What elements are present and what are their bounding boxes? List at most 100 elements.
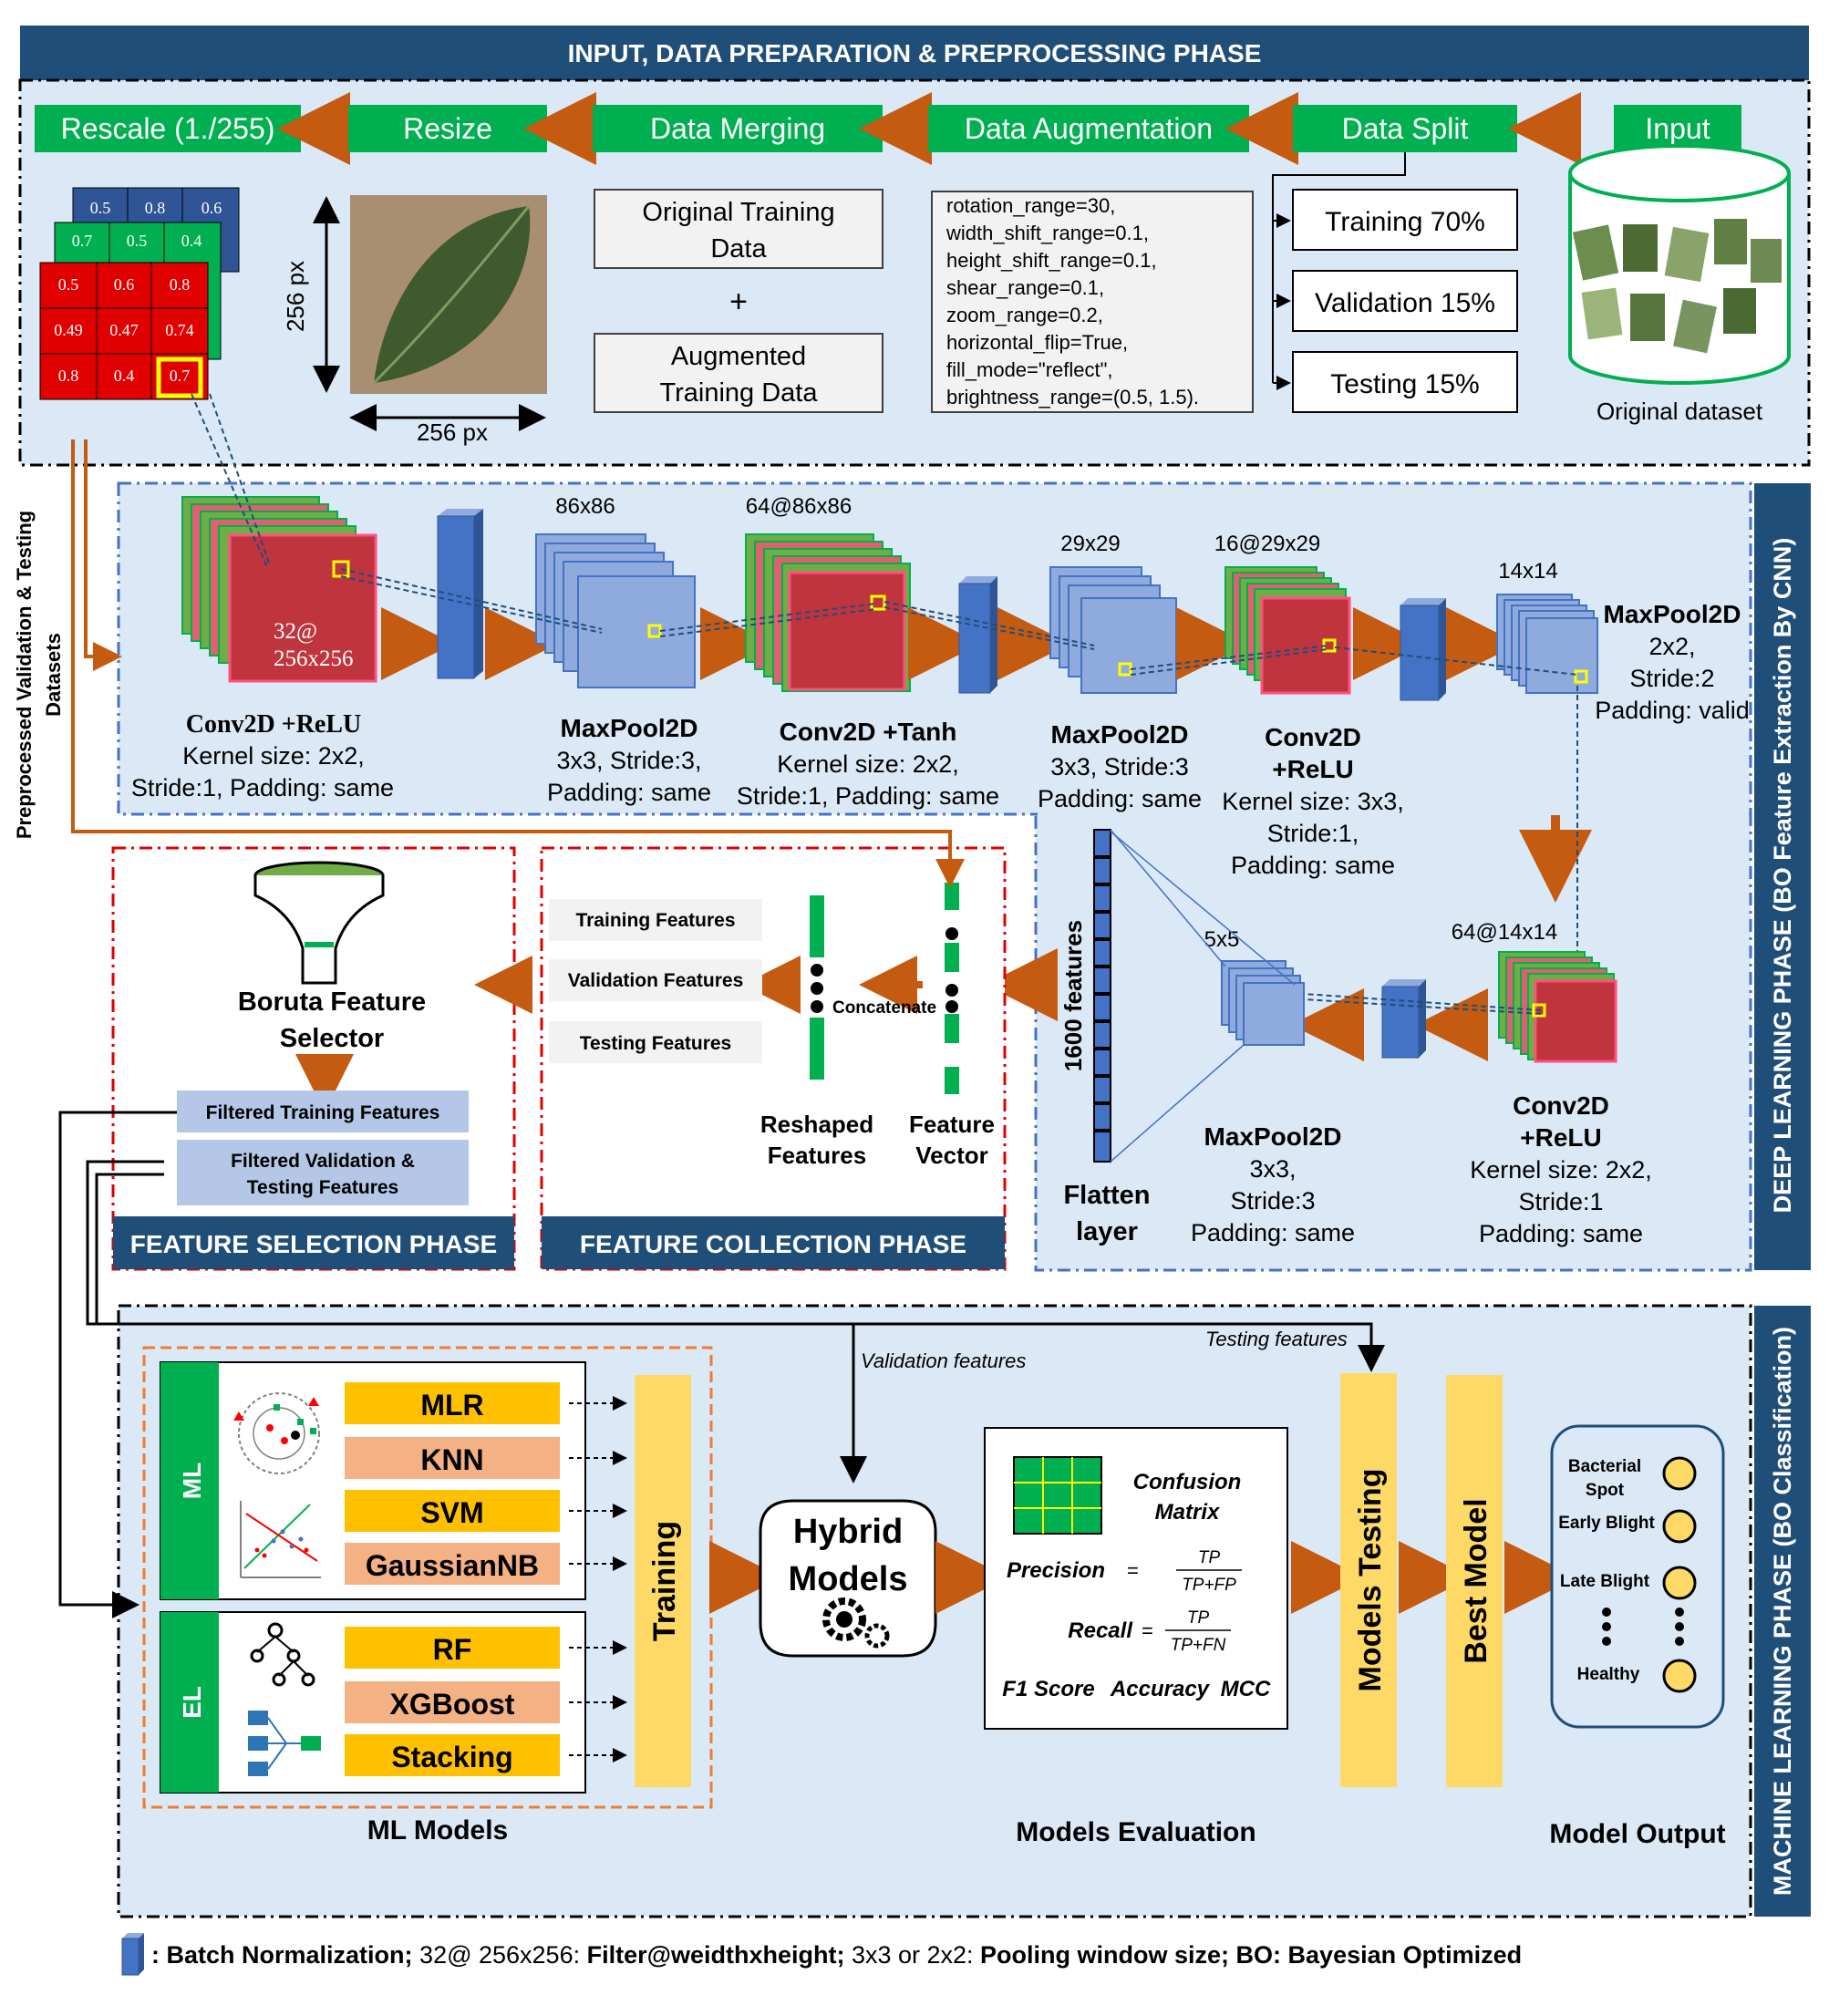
model-output-label: Model Output: [1549, 1819, 1725, 1849]
aug-param-0: rotation_range=30,: [946, 194, 1115, 217]
training-split-box: [1292, 189, 1518, 251]
precision-label: Precision: [1007, 1558, 1105, 1583]
conv4-dim: 64@14x14: [1452, 920, 1557, 945]
reshaped-l2: Features: [768, 1142, 866, 1169]
pipeline-rescale: Rescale (1./255): [35, 105, 301, 152]
stacking-label: Stacking: [391, 1741, 512, 1773]
pool2-dim: 29x29: [1060, 532, 1120, 556]
deep-learning-phase-bar: [1754, 483, 1811, 1270]
precision-den: TP+FP: [1182, 1576, 1236, 1595]
augmentation-params: rotation_range=30, width_shift_range=0.1…: [946, 194, 1199, 408]
gaussiannb-model: GaussianNB: [345, 1543, 560, 1585]
conv1-line2: Stride:1, Padding: same: [131, 774, 394, 801]
gears-icon: [822, 1597, 890, 1649]
tree-icon: [250, 1622, 315, 1687]
feature-collection-bar: [542, 1216, 1005, 1269]
original-data-box: [594, 189, 884, 269]
reshaped-features: [810, 895, 824, 1080]
conv4-name-l2: +ReLU: [1520, 1123, 1601, 1152]
conv3-line3: Padding: same: [1231, 852, 1395, 879]
stacking-model: Stacking: [345, 1734, 560, 1776]
side-label-l1: Preprocessed Validation & Testing: [13, 511, 36, 839]
hybrid-models-box: [759, 1499, 937, 1658]
resize-label: Resize: [403, 112, 492, 145]
clustering-icon: [233, 1392, 320, 1474]
gaussiannb-label: GaussianNB: [366, 1549, 539, 1582]
boruta-l1: Boruta Feature: [238, 987, 426, 1017]
training-split-label: Training 70%: [1325, 207, 1485, 237]
split-connector: [1272, 152, 1406, 383]
confusion-matrix-icon: [1013, 1456, 1102, 1535]
pool4-name: MaxPool2D: [1204, 1122, 1342, 1151]
batchnorm-2: [958, 576, 997, 694]
el-tag: EL: [178, 1686, 206, 1719]
stacking-icon: [248, 1711, 321, 1776]
conv4-line1: Kernel size: 2x2,: [1470, 1156, 1652, 1184]
confusion-l2: Matrix: [1155, 1500, 1221, 1525]
legend-window-desc: Pooling window size; BO: Bayesian Optimi…: [980, 1941, 1522, 1969]
conv2-feature-maps: [745, 533, 911, 692]
image-height-label: 256 px: [282, 261, 309, 332]
rf-model: RF: [345, 1627, 560, 1669]
conv4-name-l1: Conv2D: [1513, 1091, 1609, 1120]
side-label-l2: Datasets: [42, 633, 65, 717]
xgboost-model: XGBoost: [345, 1681, 560, 1723]
recall-den: TP+FN: [1171, 1636, 1226, 1655]
svm-label: SVM: [420, 1496, 483, 1529]
pool4-line3: Padding: same: [1191, 1219, 1355, 1246]
feature-vector-l2: Vector: [915, 1142, 988, 1169]
funnel-icon: [253, 861, 385, 985]
validation-features-label: Validation Features: [568, 970, 744, 991]
precision-eq: =: [1127, 1559, 1139, 1582]
output-late: Late Blight: [1560, 1572, 1650, 1591]
xgboost-label: XGBoost: [390, 1688, 515, 1721]
batchnorm-4: [1381, 979, 1426, 1059]
training-label: Training: [647, 1521, 682, 1641]
aug-param-5: horizontal_flip=True,: [946, 331, 1128, 354]
testing-features-box: [549, 1021, 762, 1063]
pool3-dim: 14x14: [1498, 559, 1557, 584]
flatten-features-label: 1600 features: [1059, 920, 1087, 1071]
output-early: Early Blight: [1558, 1514, 1655, 1533]
pool1-line2: Padding: same: [547, 779, 711, 806]
matrix-front-02: 0.8: [170, 275, 191, 294]
metric-accuracy: Accuracy: [1110, 1677, 1211, 1701]
testing-features-label: Testing Features: [580, 1033, 731, 1054]
precision-num: TP: [1198, 1548, 1221, 1567]
matrix-front-00: 0.5: [58, 275, 79, 294]
el-tag-bar: [160, 1612, 219, 1793]
feature-vector: [945, 883, 959, 1094]
output-node-3: [1662, 1659, 1697, 1693]
ml-tag-bar: [160, 1362, 219, 1599]
pipeline-split: Data Split: [1293, 105, 1517, 152]
training-features-box: [549, 899, 762, 941]
leaf-image: [350, 195, 547, 394]
legend-batchnorm-icon: [121, 1933, 144, 1976]
flatten-name-l1: Flatten: [1063, 1181, 1150, 1210]
training-features-label: Training Features: [575, 910, 735, 931]
ml-models-label: ML Models: [367, 1815, 508, 1845]
conv2-line2: Stride:1, Padding: same: [737, 782, 999, 810]
legend-line: : Batch Normalization; 32@ 256x256: Filt…: [151, 1941, 1522, 1969]
models-testing-block: [1340, 1373, 1397, 1787]
matrix-front-12: 0.74: [165, 321, 194, 339]
matrix-front-20: 0.8: [58, 367, 79, 385]
output-bacterial-l2: Spot: [1586, 1481, 1625, 1500]
flatten-name-l2: layer: [1076, 1217, 1138, 1246]
pool1-feature-maps: [535, 533, 696, 688]
reshaped-l1: Reshaped: [760, 1111, 873, 1138]
conv2-line1: Kernel size: 2x2,: [777, 750, 959, 778]
split-label: Data Split: [1342, 112, 1469, 145]
input-flow-line: [84, 439, 122, 671]
conv2-dim: 64@86x86: [746, 494, 852, 519]
aug-param-4: zoom_range=0.2,: [946, 304, 1103, 326]
feature-collection-title: FEATURE COLLECTION PHASE: [580, 1230, 966, 1258]
output-bacterial-l1: Bacterial: [1568, 1457, 1641, 1476]
conv4-line2: Stride:1: [1518, 1188, 1603, 1215]
conv1-name: Conv2D +ReLU: [186, 710, 362, 739]
rgb-matrix-stack: 0.5 0.8 0.6 0.7 0.5 0.4 0.5 0.6 0.8 0.49…: [39, 187, 240, 400]
matrix-back-0: 0.5: [90, 199, 111, 217]
conv1-inner-l2: 256x256: [274, 646, 354, 671]
matrix-front-10: 0.49: [54, 321, 83, 339]
pool1-dim: 86x86: [555, 494, 615, 519]
